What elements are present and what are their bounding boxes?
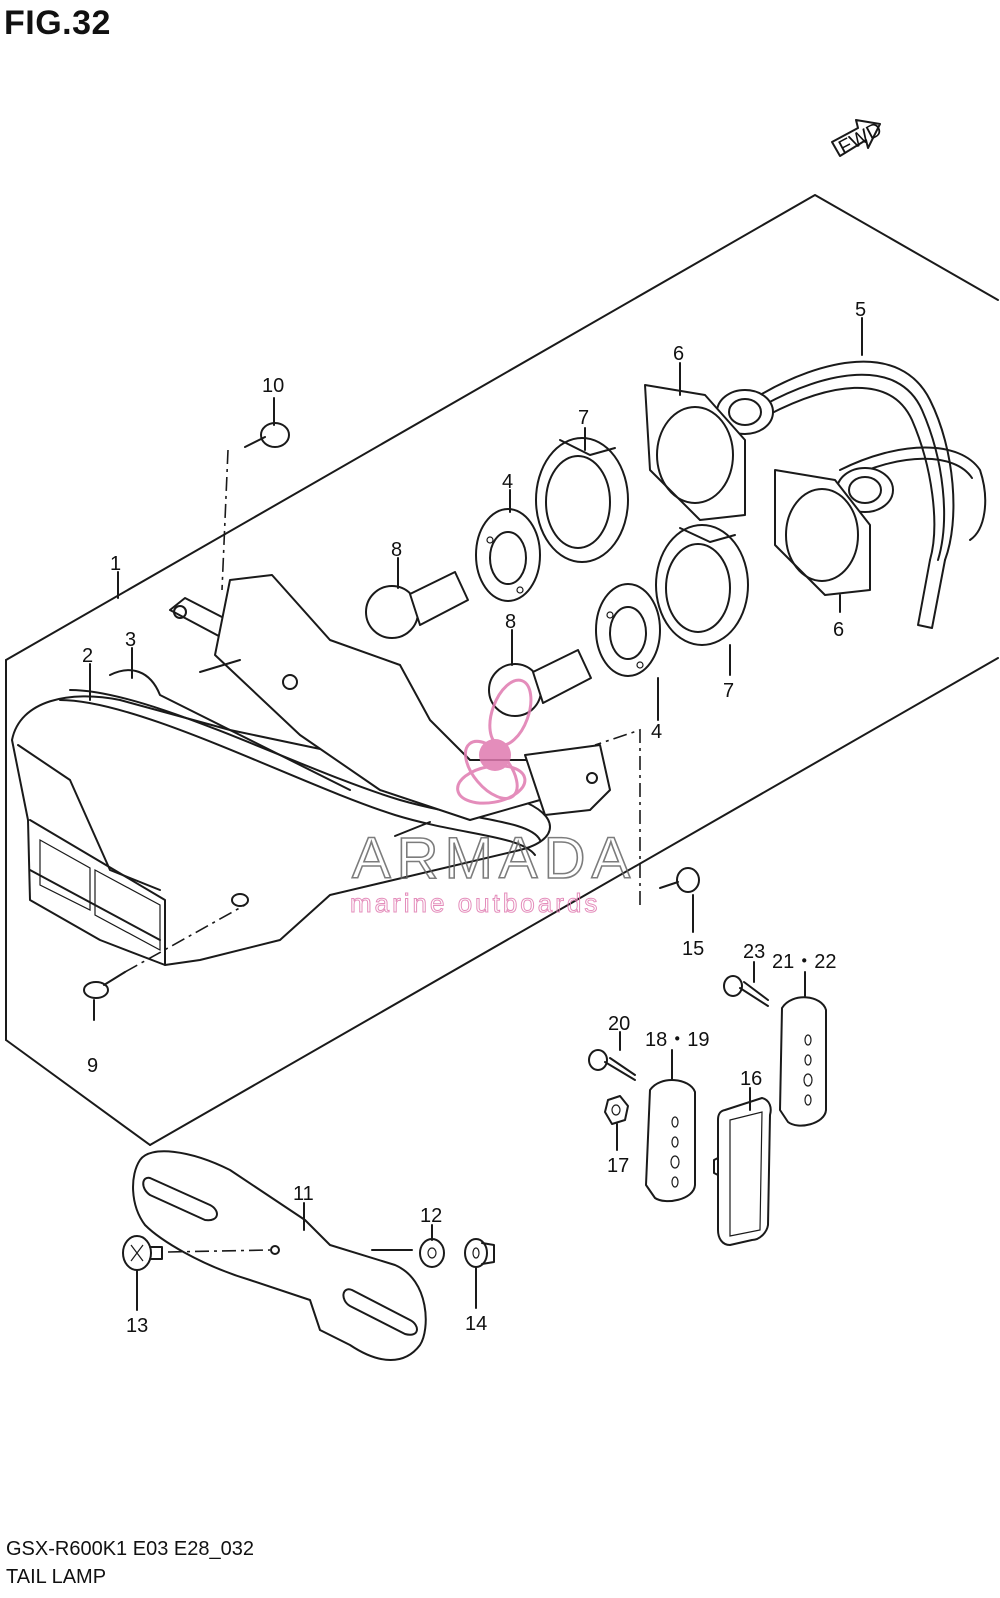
- section-name: TAIL LAMP: [6, 1566, 107, 1588]
- screw-23: [723, 975, 769, 1007]
- forward-arrow-icon: FWD: [831, 118, 886, 159]
- callout-1: 1: [110, 553, 121, 575]
- callout-4a: 4: [502, 471, 513, 493]
- callout-14: 14: [465, 1313, 487, 1335]
- reflector-18-19: [645, 1079, 696, 1203]
- callout-12: 12: [420, 1205, 442, 1227]
- bolt-13: [122, 1235, 163, 1271]
- nut-17: [604, 1095, 629, 1125]
- watermark: ARMADA marine outboards: [350, 678, 636, 919]
- callout-21-22: 21・22: [772, 951, 837, 973]
- watermark-brand: ARMADA: [352, 826, 636, 891]
- callout-23: 23: [743, 941, 765, 963]
- bulb-upper: [365, 571, 469, 639]
- tail-lamp-housing: [11, 574, 611, 966]
- callout-labels: 1 2 3 4 4 5 6 6 7 7 8 8 9 10 11 12 13 14…: [82, 299, 866, 1337]
- callout-6a: 6: [673, 343, 684, 365]
- washer-12: [419, 1238, 445, 1268]
- license-bracket: [132, 1150, 427, 1361]
- callout-4b: 4: [651, 721, 662, 743]
- bulb-holder-lower: [595, 583, 661, 677]
- watermark-tagline: marine outboards: [350, 888, 600, 918]
- callout-3: 3: [125, 629, 136, 651]
- callout-6b: 6: [833, 619, 844, 641]
- lens-gasket: [109, 669, 351, 791]
- callout-20: 20: [608, 1013, 630, 1035]
- callout-7a: 7: [578, 407, 589, 429]
- nut-14: [464, 1238, 495, 1268]
- callout-16: 16: [740, 1068, 762, 1090]
- assembly-outline: [5, 194, 999, 661]
- bulb-lower: [488, 649, 592, 717]
- diagram-code: GSX-R600K1 E03 E28_032: [6, 1538, 254, 1560]
- reflector-21-22: [779, 996, 827, 1127]
- callout-5: 5: [855, 299, 866, 321]
- reflector-16: [713, 1097, 772, 1246]
- gasket-upper: [644, 384, 746, 521]
- socket-ring-upper: [535, 437, 629, 563]
- callout-8a: 8: [391, 539, 402, 561]
- propeller-logo-icon: [456, 678, 533, 805]
- callout-11: 11: [293, 1183, 314, 1205]
- screw-9: [83, 904, 246, 999]
- screw-10: [221, 422, 290, 591]
- callout-15: 15: [682, 938, 704, 960]
- callout-18-19: 18・19: [645, 1029, 710, 1051]
- screw-15: [594, 728, 700, 905]
- callout-8b: 8: [505, 611, 516, 633]
- callout-13: 13: [126, 1315, 148, 1337]
- leader-lines: [89, 317, 863, 1311]
- figure-title: FIG.32: [4, 4, 111, 42]
- socket-ring-lower: [655, 524, 749, 646]
- screw-20: [588, 1049, 636, 1081]
- callout-9: 9: [87, 1055, 98, 1077]
- gasket-lower: [774, 469, 871, 596]
- callout-17: 17: [607, 1155, 629, 1177]
- callout-7b: 7: [723, 680, 734, 702]
- callout-10: 10: [262, 375, 284, 397]
- bulb-holder-upper: [475, 508, 541, 602]
- callout-2: 2: [82, 645, 93, 667]
